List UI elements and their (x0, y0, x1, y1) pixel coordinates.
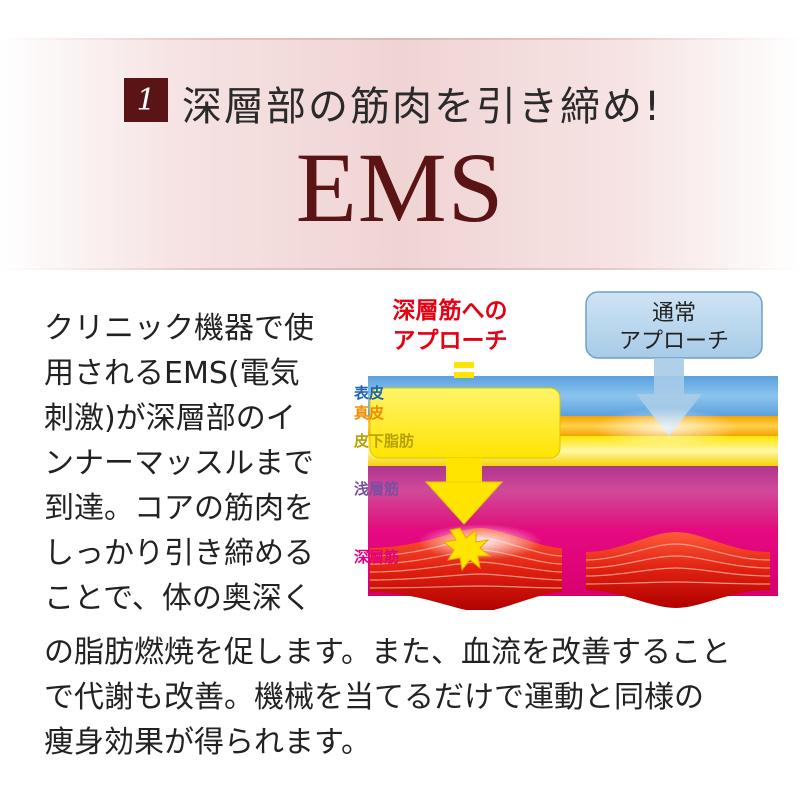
description-line: 到達。コアの筋肉を (44, 491, 314, 526)
header-bottom-rule (0, 268, 800, 270)
description-line: ことで、体の奥深く (44, 581, 312, 616)
ems-dash-1 (454, 362, 474, 368)
normal-arrow-shaft (654, 358, 684, 396)
point-subtitle: 深層部の筋肉を引き締め! (182, 84, 663, 130)
description-top: クリニック機器で使 用されるEMS(電気 刺激)が深層部のイ ンナーマッスルまで… (44, 306, 349, 621)
deep-approach-label-2: アプローチ (393, 328, 508, 354)
normal-approach-label-2: アプローチ (619, 329, 729, 354)
description-line: しっかり引き締める (44, 536, 314, 571)
description-line: ンナーマッスルまで (44, 446, 314, 481)
muscle-layer-diagram: 深層筋への アプローチ 通常 アプローチ 表皮 真皮 皮下脂肪 浅層筋 深層筋 (354, 291, 778, 610)
ems-arrow-head (424, 481, 504, 525)
fat-label: 皮下脂肪 (354, 432, 414, 450)
point-number-badge: 1 (124, 78, 168, 122)
description-bottom: の脂肪燃焼を促します。また、血流を改善すること で代謝も改善。機械を当てるだけで… (44, 630, 784, 765)
description-line: 痩身効果が得られます。 (44, 725, 371, 760)
header-top-rule (0, 38, 800, 40)
description-line: 用されるEMS(電気 (44, 356, 300, 391)
description-line: の脂肪燃焼を促します。また、血流を改善すること (44, 635, 731, 670)
epidermis-label: 表皮 (354, 384, 384, 402)
ems-dash-2 (454, 372, 474, 378)
deep-muscle-label: 深層筋 (354, 548, 399, 566)
page-title: EMS (295, 132, 505, 243)
description-line: で代謝も改善。機械を当てるだけで運動と同様の (44, 680, 704, 715)
ems-arrow-shaft (446, 458, 482, 482)
impact-burst-icon (442, 527, 492, 572)
shallow-stimulation-glow (594, 408, 738, 448)
normal-approach-label-1: 通常 (652, 301, 696, 326)
description-line: 刺激)が深層部のイ (44, 401, 296, 436)
dermis-label: 真皮 (354, 404, 384, 422)
description-line: クリニック機器で使 (44, 311, 314, 346)
header-band (0, 38, 800, 270)
superficial-muscle-layer (368, 466, 778, 528)
deep-muscle-fibers-right (585, 532, 771, 608)
deep-approach-label-1: 深層筋への (393, 297, 508, 324)
superficial-muscle-label: 浅層筋 (354, 480, 399, 498)
